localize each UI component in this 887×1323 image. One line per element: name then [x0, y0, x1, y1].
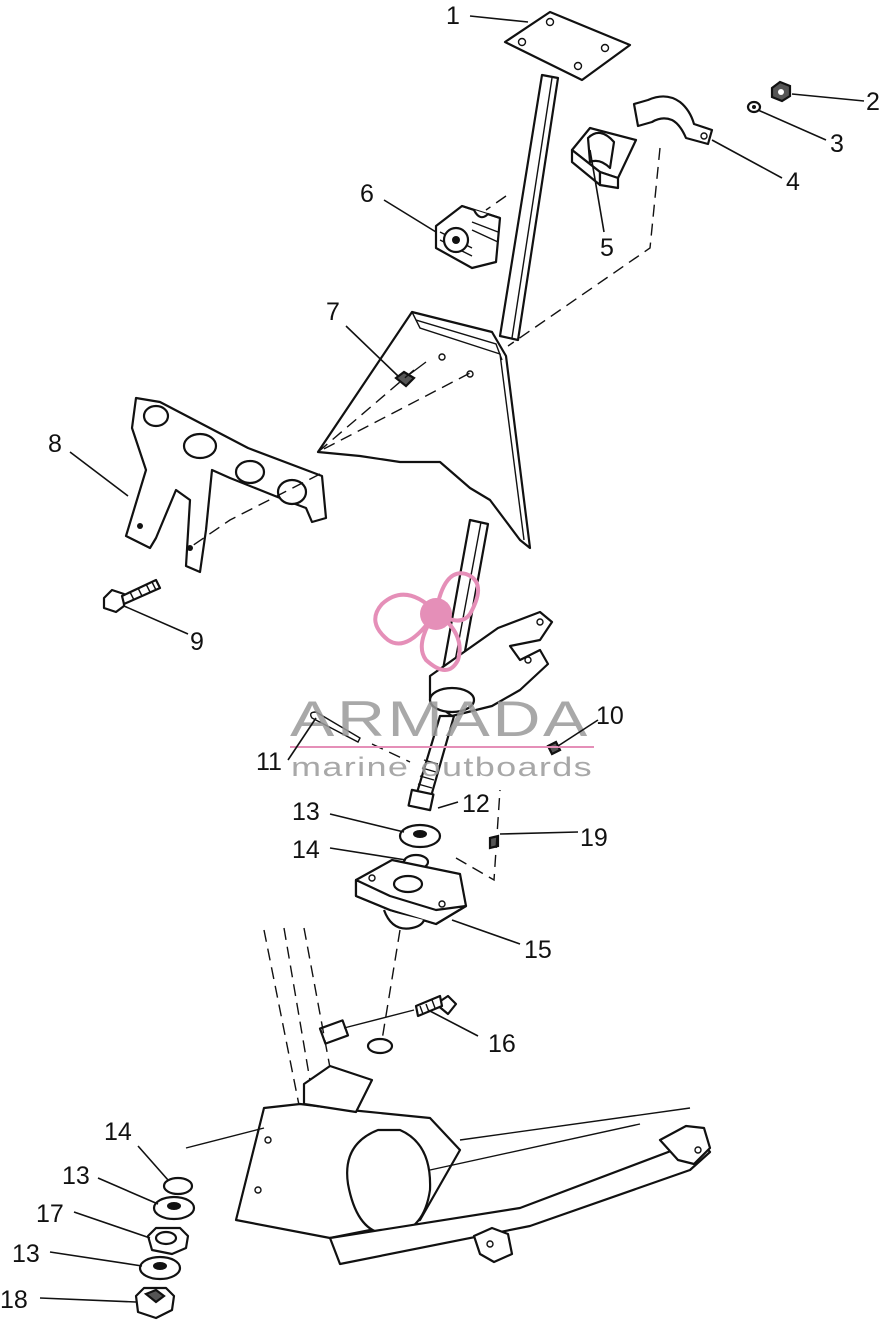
lower-frame-housing	[234, 927, 462, 1240]
callout-18: 18	[0, 1286, 28, 1314]
part-4-u-clamp	[632, 95, 714, 146]
callout-19: 19	[580, 824, 608, 852]
callout-13b: 13	[62, 1162, 90, 1190]
part-1-top-plate	[503, 10, 632, 82]
callout-14a: 14	[292, 836, 320, 864]
part-13-washer-upper	[398, 823, 442, 849]
part-15-bearing-housing	[354, 858, 468, 930]
callout-1: 1	[446, 2, 460, 30]
callout-16: 16	[488, 1030, 516, 1058]
watermark-tagline: marine outboards	[291, 752, 593, 782]
callout-14b: 14	[104, 1118, 132, 1146]
part-11-cotter-pin	[309, 711, 361, 743]
callout-13c: 13	[12, 1240, 40, 1268]
armada-watermark: ARMADA marine outboards	[290, 571, 594, 782]
steering-arm	[428, 610, 554, 718]
callout-10: 10	[596, 702, 624, 730]
part-2-nut	[770, 80, 792, 103]
watermark-brand: ARMADA	[290, 691, 590, 747]
callout-4: 4	[786, 168, 800, 196]
part-16-bolt	[318, 994, 458, 1055]
callout-3: 3	[830, 130, 844, 158]
steering-support-bracket	[316, 310, 532, 550]
callout-6: 6	[360, 180, 374, 208]
callout-5: 5	[600, 234, 614, 262]
callout-17: 17	[36, 1200, 64, 1228]
ski-rail	[328, 1107, 712, 1266]
propeller-logo-icon	[373, 571, 480, 672]
callout-9: 9	[190, 628, 204, 656]
part-9-bolt	[102, 578, 162, 614]
part-14-oring-lower	[162, 1176, 194, 1196]
part-13-washer-lower-2	[138, 1255, 182, 1281]
part-13-washer-lower-1	[152, 1195, 196, 1221]
part-3-washer	[746, 100, 762, 114]
callout-15: 15	[524, 936, 552, 964]
callout-12: 12	[462, 790, 490, 818]
steering-shaft	[438, 73, 560, 692]
part-5-clamp-block	[570, 126, 638, 190]
part-17-nut	[146, 1226, 190, 1256]
part-12-spline-shaft	[407, 714, 456, 812]
callout-13a: 13	[292, 798, 320, 826]
callout-2: 2	[866, 88, 880, 116]
callout-8: 8	[48, 430, 62, 458]
callout-7: 7	[326, 298, 340, 326]
part-8-bracket	[124, 396, 328, 574]
part-18-castle-nut	[134, 1286, 176, 1320]
callout-11: 11	[256, 748, 282, 776]
leader-lines	[39, 15, 865, 1303]
part-6-bushing-block	[434, 204, 502, 270]
